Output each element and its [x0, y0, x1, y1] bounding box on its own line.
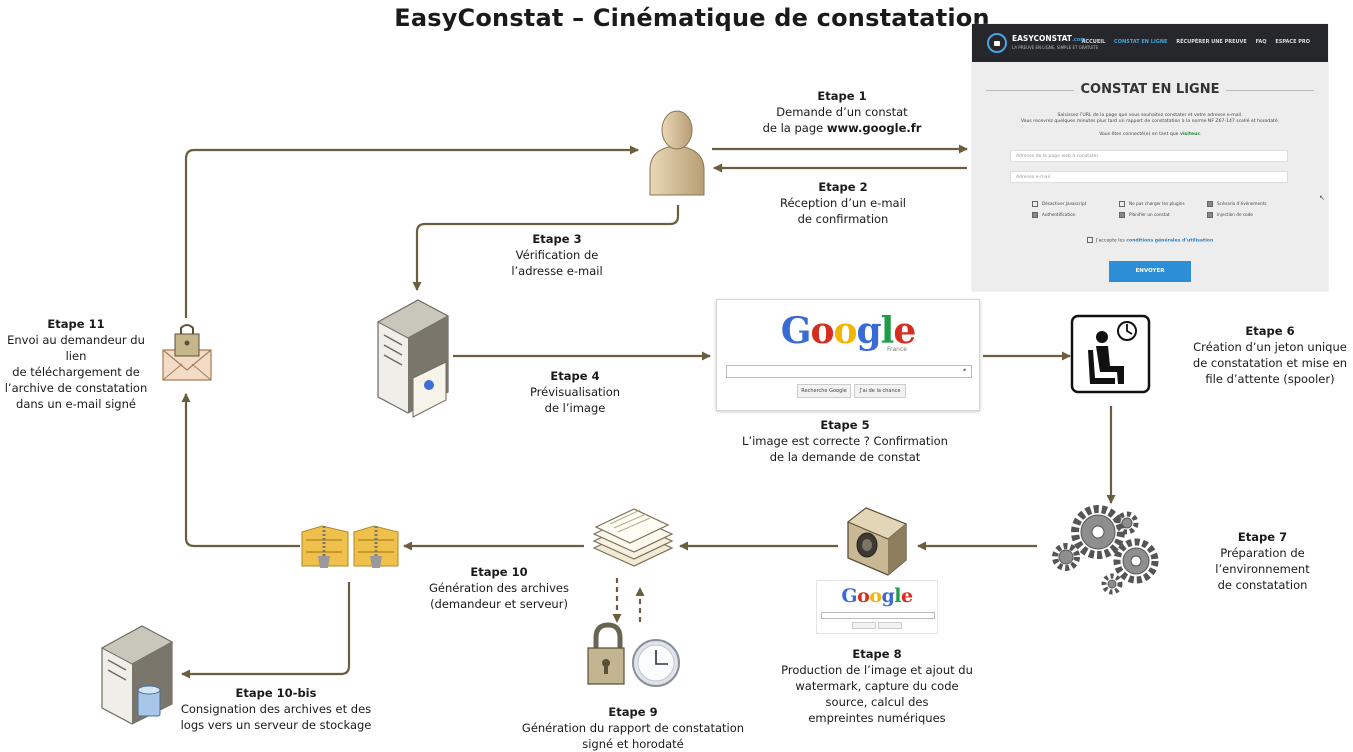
option-planifier[interactable]: Planifier un constat — [1119, 212, 1170, 218]
google-country: France — [887, 346, 907, 353]
site-nav: EASYCONSTAT.com LA PREUVE EN LIGNE, SIMP… — [972, 24, 1328, 62]
site-connected: Vous êtes connecté(e) en tant que visite… — [1099, 132, 1201, 137]
google-search-button[interactable]: Recherche Google — [797, 384, 851, 398]
arrow-step10bis — [181, 582, 351, 679]
easyconstat-form-screenshot: EASYCONSTAT.com LA PREUVE EN LIGNE, SIMP… — [972, 24, 1328, 291]
server-icon — [376, 299, 450, 418]
mouse-cursor-icon: ↖ — [1319, 194, 1325, 202]
clock-icon — [632, 639, 680, 687]
menu-constat[interactable]: CONSTAT EN LIGNE — [1114, 39, 1168, 45]
padlock-icon — [587, 622, 625, 685]
option-scenario[interactable]: Scénario d’événements — [1207, 201, 1267, 207]
arrow-step3 — [412, 205, 680, 291]
site-intro: Saisissez l’URL de la page que vous souh… — [1020, 113, 1280, 124]
accept-terms[interactable]: J’accepte les conditions générales d’uti… — [972, 237, 1328, 244]
google-capture-btn — [852, 622, 876, 629]
divider — [1226, 90, 1314, 91]
submit-button[interactable]: ENVOYER — [1109, 261, 1191, 282]
divider — [986, 90, 1074, 91]
arrow-to-email — [181, 393, 300, 548]
option-plugins[interactable]: Ne pas charger les plugins — [1119, 201, 1185, 207]
menu-faq[interactable]: FAQ — [1255, 39, 1267, 45]
option-auth[interactable]: Authentification — [1032, 212, 1075, 218]
menu-recuperer[interactable]: RÉCUPÉRER UNE PREUVE — [1176, 39, 1247, 45]
gears-icon — [1052, 505, 1159, 595]
google-preview: Google France • Recherche Google J’ai de… — [716, 299, 980, 411]
zip-archive-icon — [301, 525, 399, 568]
camera-icon — [847, 507, 907, 576]
storage-server-icon — [100, 625, 174, 725]
google-capture-logo: Google — [841, 585, 913, 607]
lock-logo-icon — [987, 33, 1007, 53]
google-lucky-button[interactable]: J’ai de la chance — [854, 384, 906, 398]
arrow-step11 — [184, 145, 639, 318]
menu-espace-pro[interactable]: ESPACE PRO — [1275, 39, 1310, 45]
google-search-input[interactable]: • — [726, 365, 972, 378]
page-title: EasyConstat – Cinématique de constatatio… — [394, 4, 990, 32]
site-menu: ACCUEIL CONSTAT EN LIGNE RÉCUPÉRER UNE P… — [1075, 39, 1310, 45]
waiting-person-icon — [1070, 314, 1151, 394]
site-tagline: LA PREUVE EN LIGNE, SIMPLE ET GRATUITE — [1012, 45, 1099, 50]
signed-email-icon — [162, 324, 212, 381]
google-capture-btn — [878, 622, 902, 629]
site-brand: EASYCONSTAT.com — [1012, 34, 1086, 43]
url-input[interactable]: Adresse de la page web à constater — [1010, 150, 1288, 162]
mic-icon: • — [962, 366, 967, 375]
option-injection[interactable]: Injection de code — [1207, 212, 1253, 218]
user-icon — [649, 110, 705, 196]
menu-accueil[interactable]: ACCUEIL — [1081, 39, 1106, 45]
google-logo: Google — [780, 310, 917, 352]
documents-stack-icon — [592, 508, 674, 567]
google-capture-search — [821, 612, 935, 619]
google-capture: Google — [816, 580, 938, 634]
site-heading: CONSTAT EN LIGNE — [1080, 82, 1220, 97]
option-js[interactable]: Désactiver Javascript — [1032, 201, 1086, 207]
email-input[interactable]: Adresse e-mail — [1010, 171, 1288, 183]
step-1-label: Etape 1 Demande d’un constat de la page … — [762, 89, 922, 135]
